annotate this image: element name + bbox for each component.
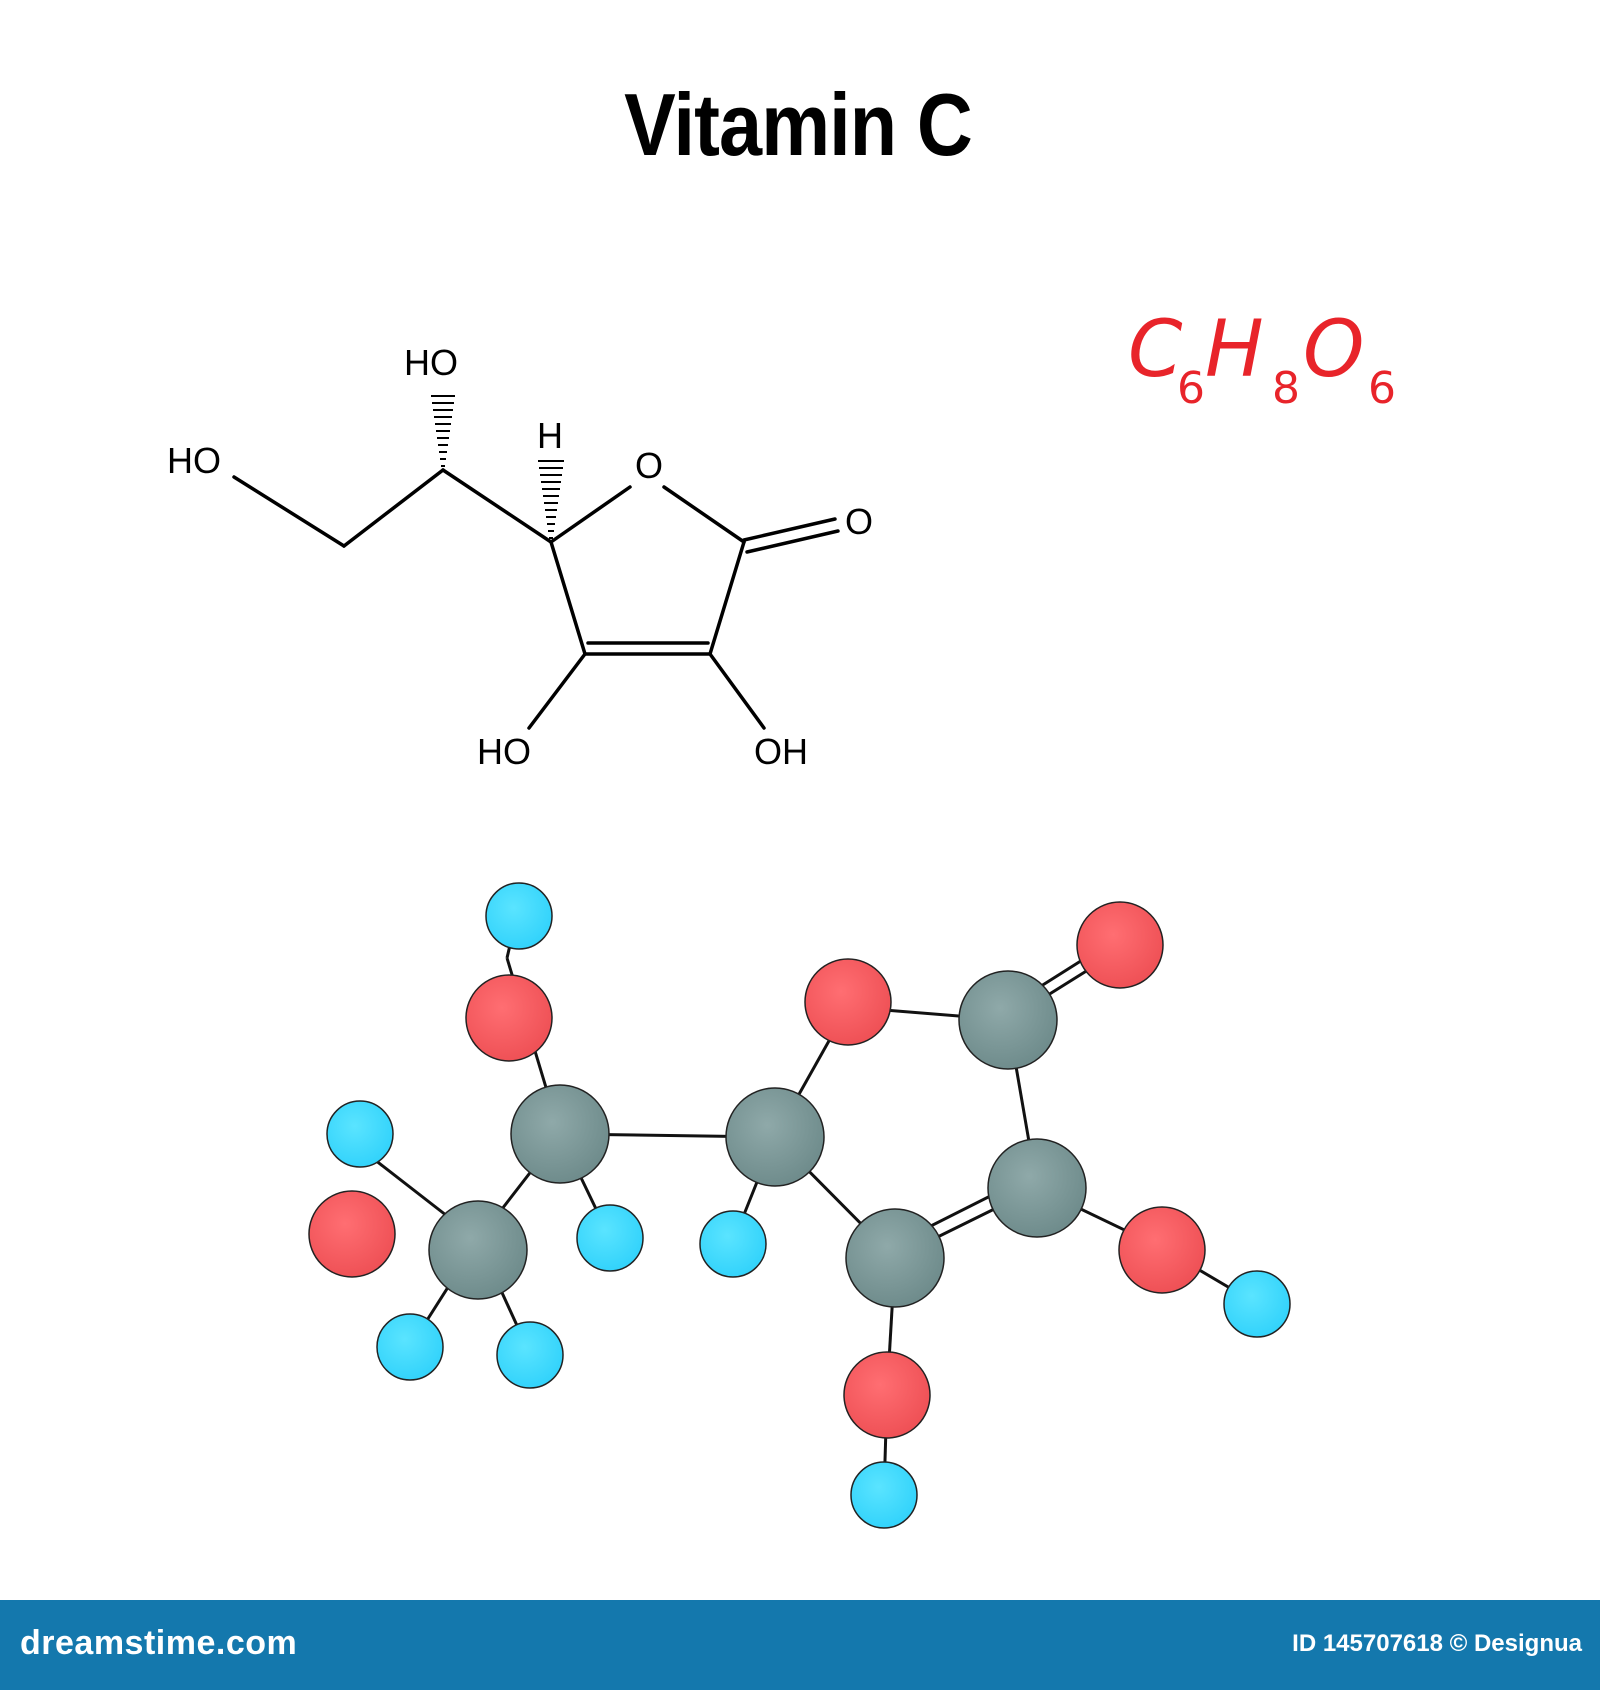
atom-hydrogen <box>496 1321 564 1389</box>
atom-carbon <box>987 1138 1087 1238</box>
formula-symbol-o: O <box>1303 305 1364 395</box>
formula-symbol-c: C <box>1128 305 1183 395</box>
atom-oxygen <box>843 1351 931 1439</box>
footer-site[interactable]: dreamstime.com <box>20 1624 298 1662</box>
page-title: Vitamin C <box>624 75 973 174</box>
atom-carbon <box>510 1084 610 1184</box>
atom-hydrogen <box>485 882 553 950</box>
bond-c4-o <box>549 485 632 544</box>
bond-c1-o-carbonyl-a <box>742 517 837 542</box>
label-ho-top: HO <box>404 342 458 383</box>
hashed-wedge-c4-h <box>538 460 564 539</box>
atom-carbon <box>428 1200 528 1300</box>
atom-oxygen <box>465 974 553 1062</box>
atom-carbon <box>845 1208 945 1308</box>
vitamin-c-diagram: HO HO H O O HO OH C 6 H 8 O 6 <box>167 305 1396 1529</box>
footer-credit: ID 145707618 © Designua <box>1292 1630 1582 1657</box>
formula-count-o: 6 <box>1368 363 1396 414</box>
bond-c1-o-carbonyl-b <box>745 529 840 554</box>
label-oh-bottom: OH <box>754 731 808 772</box>
atom-hydrogen <box>850 1461 918 1529</box>
label-h-stereo: H <box>537 415 563 456</box>
label-ring-o: O <box>635 445 663 486</box>
bond-c3-c4 <box>549 540 587 656</box>
formula-symbol-h: H <box>1205 305 1264 395</box>
bond-o-c1 <box>662 485 746 544</box>
bond-c1-c2 <box>708 540 746 656</box>
atom-hydrogen <box>376 1313 444 1381</box>
bond-ho-ch2 <box>232 475 346 548</box>
atom-oxygen <box>1118 1206 1206 1294</box>
bond-ch-c4 <box>441 468 553 544</box>
formula-count-h: 8 <box>1272 363 1300 414</box>
bond-ch2-ch <box>342 468 445 548</box>
atom-oxygen <box>308 1190 396 1278</box>
hashed-wedge-ch-ho <box>431 395 455 467</box>
label-carbonyl-o: O <box>845 501 873 542</box>
atom-carbon <box>725 1087 825 1187</box>
skeletal-structure <box>232 468 840 730</box>
molecular-formula: C 6 H 8 O 6 <box>1128 305 1396 414</box>
atom-hydrogen <box>326 1100 394 1168</box>
atom-hydrogen <box>699 1210 767 1278</box>
atom-carbon <box>958 970 1058 1070</box>
footer-bar: dreamstime.com ID 145707618 © Designua <box>0 1600 1600 1690</box>
label-ho-left: HO <box>167 440 221 481</box>
model-atoms <box>308 882 1291 1529</box>
formula-count-c: 6 <box>1177 363 1205 414</box>
atom-hydrogen <box>1223 1270 1291 1338</box>
atom-oxygen <box>1076 901 1164 989</box>
atom-hydrogen <box>576 1204 644 1272</box>
ball-and-stick-model <box>308 882 1291 1529</box>
atom-oxygen <box>804 958 892 1046</box>
label-ho-bottom: HO <box>477 731 531 772</box>
bond-c3-ho <box>527 652 587 730</box>
bond-c2-oh <box>708 652 766 730</box>
